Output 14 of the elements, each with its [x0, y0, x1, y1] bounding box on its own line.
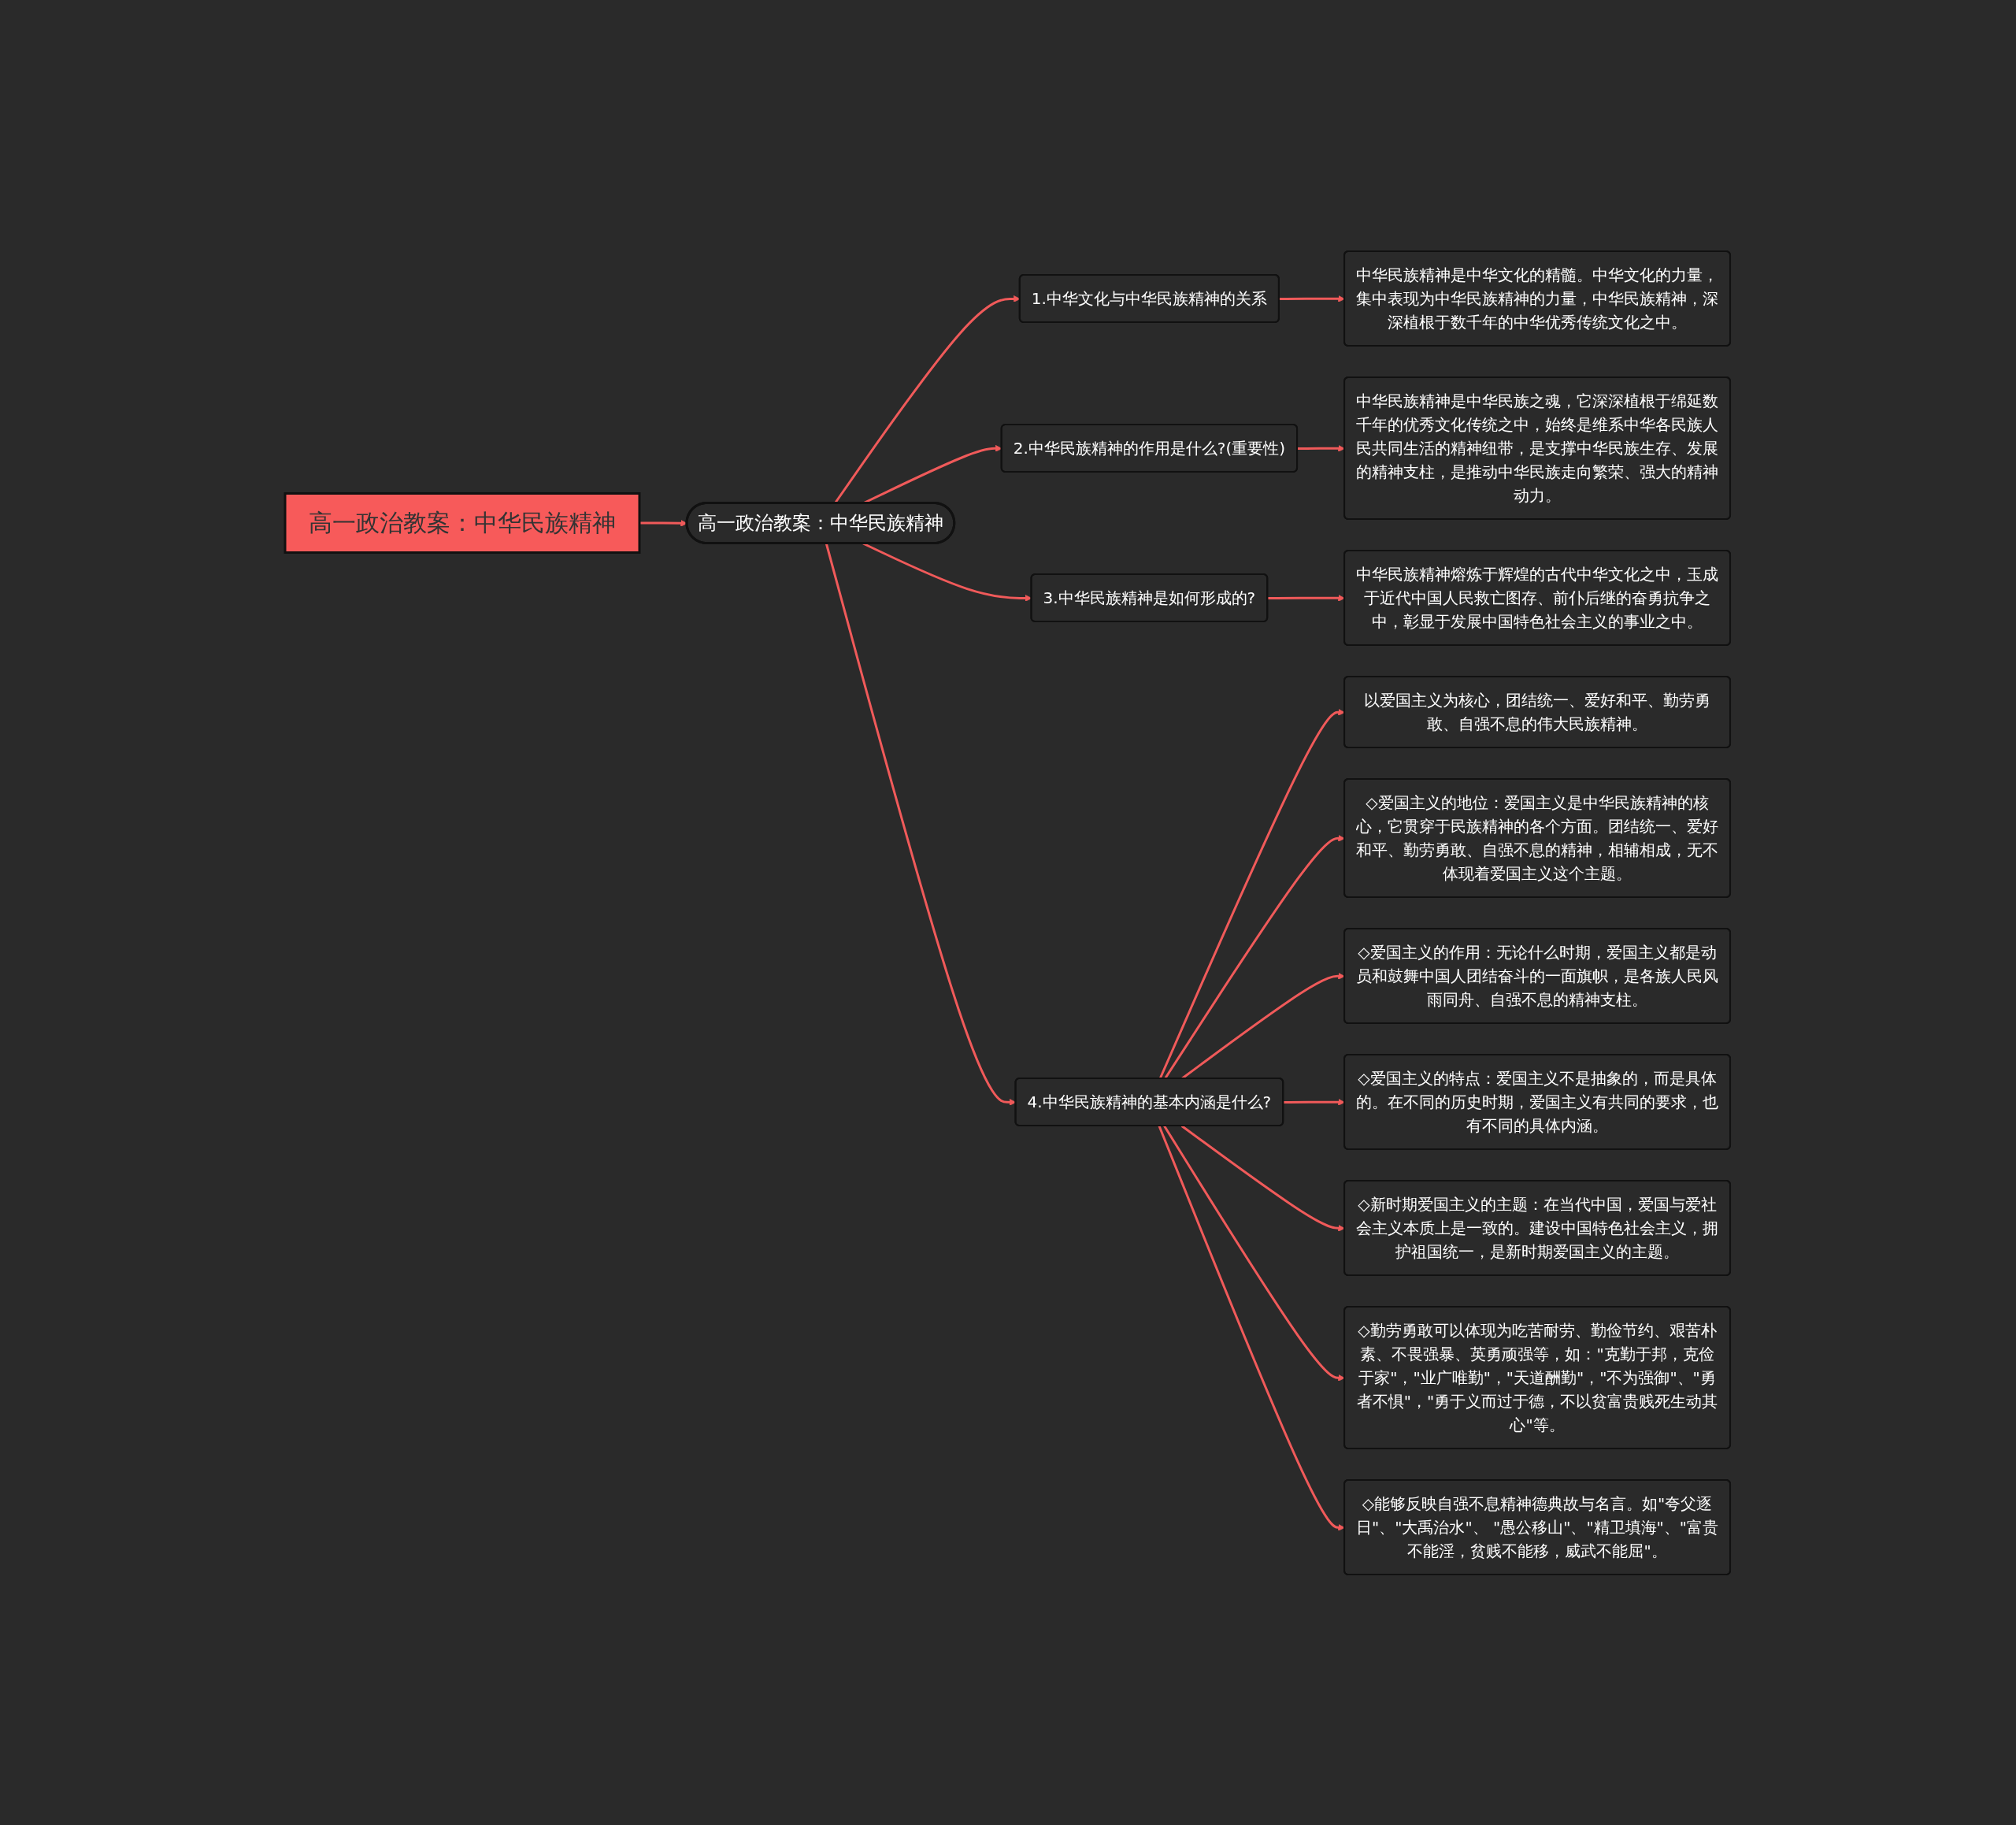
node-text: ◇勤劳勇敢可以体现为吃苦耐劳、勤俭节约、艰苦朴素、不畏强暴、英勇顽强等，如："克勤于邦，克俭于家"，"业广唯勤"，"天道酬勤"，"不为强御"、"勇者不惧"，"勇于义而过于德，不以贫富贵贱死生动其心"等。	[1357, 1320, 1718, 1434]
node-text: 中华民族精神是中华民族之魂，它深深植根于绵延数千年的优秀文化传统之中，始终是维系中华各民族人民共同生活的精神纽带，是支撑中华民族生存、发展的精神支柱，是推动中华民族走向繁荣、强大的精神动力。	[1356, 391, 1719, 505]
node-text: ◇爱国主义的特点：爱国主义不是抽象的，而是具体的。在不同的历史时期，爱国主义有共同的要求，也有不同的具体内涵。	[1356, 1068, 1719, 1135]
node-text: 1.中华文化与中华民族精神的关系	[1032, 288, 1268, 308]
node-text: 中华民族精神熔炼于辉煌的古代中华文化之中，玉成于近代中国人民救亡图存、前仆后继的奋勇抗争之中，彰显于发展中国特色社会主义的事业之中。	[1356, 564, 1719, 631]
node-box: 高一政治教案：中华民族精神	[284, 491, 641, 554]
node-text: ◇爱国主义的作用：无论什么时期，爱国主义都是动员和鼓舞中国人团结奋斗的一面旗帜，是各族人民风雨同舟、自强不息的精神支柱。	[1356, 942, 1719, 1009]
node-text: ◇爱国主义的地位：爱国主义是中华民族精神的核心，它贯穿于民族精神的各个方面。团结统一、爱好和平、勤劳勇敢、自强不息的精神，相辅相成，无不体现着爱国主义这个主题。	[1356, 792, 1719, 883]
node-text: ◇能够反映自强不息精神德典故与名言。如"夸父逐日"、"大禹治水"、 "愚公移山"、"精卫填海"、"富贵不能淫，贫贱不能移，威武不能屈"。	[1356, 1493, 1719, 1560]
node-text: ◇新时期爱国主义的主题：在当代中国，爱国与爱社会主义本质上是一致的。建设中国特色社会主义，拥护祖国统一，是新时期爱国主义的主题。	[1356, 1194, 1719, 1261]
node-text: 2.中华民族精神的作用是什么?(重要性)	[1014, 438, 1286, 458]
arrow	[825, 543, 1017, 1106]
node-text: 以爱国主义为核心，团结统一、爱好和平、勤劳勇敢、自强不息的伟大民族精神。	[1364, 690, 1711, 733]
node-text: 中华民族精神是中华文化的精髓。中华文化的力量，集中表现为中华民族精神的力量，中华民族精神，深深植根于数千年的中华优秀传统文化之中。	[1356, 265, 1719, 332]
